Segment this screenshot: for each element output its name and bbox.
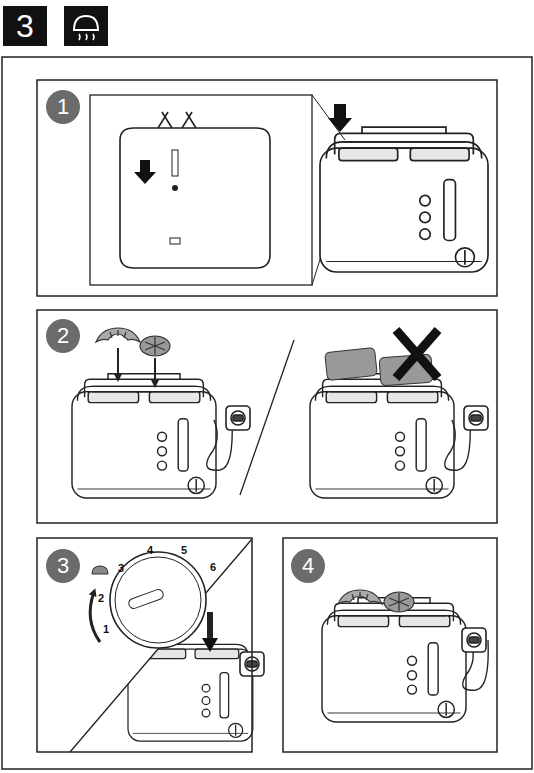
step-number: 2 [46,319,80,353]
outer-frame [2,57,532,769]
dial-number: 4 [147,544,153,556]
toast-icon-box [64,6,108,46]
number-text: 3 [16,8,34,45]
step-number: 1 [46,90,80,124]
number-text: 4 [302,553,314,579]
number-text: 1 [57,94,69,120]
panel-1 [37,80,497,296]
section-number: 3 [3,6,47,46]
step-number: 4 [291,549,325,583]
panel-2 [37,310,497,523]
number-text: 3 [57,553,69,579]
dial-number: 1 [103,623,109,635]
number-text: 2 [57,323,69,349]
dial-number: 5 [181,544,187,556]
dial-number: 6 [210,561,216,573]
dial-number: 2 [98,592,104,604]
dial-number: 3 [118,562,124,574]
step-number: 3 [46,549,80,583]
panel-3 [37,538,264,752]
panel-4 [283,538,497,752]
